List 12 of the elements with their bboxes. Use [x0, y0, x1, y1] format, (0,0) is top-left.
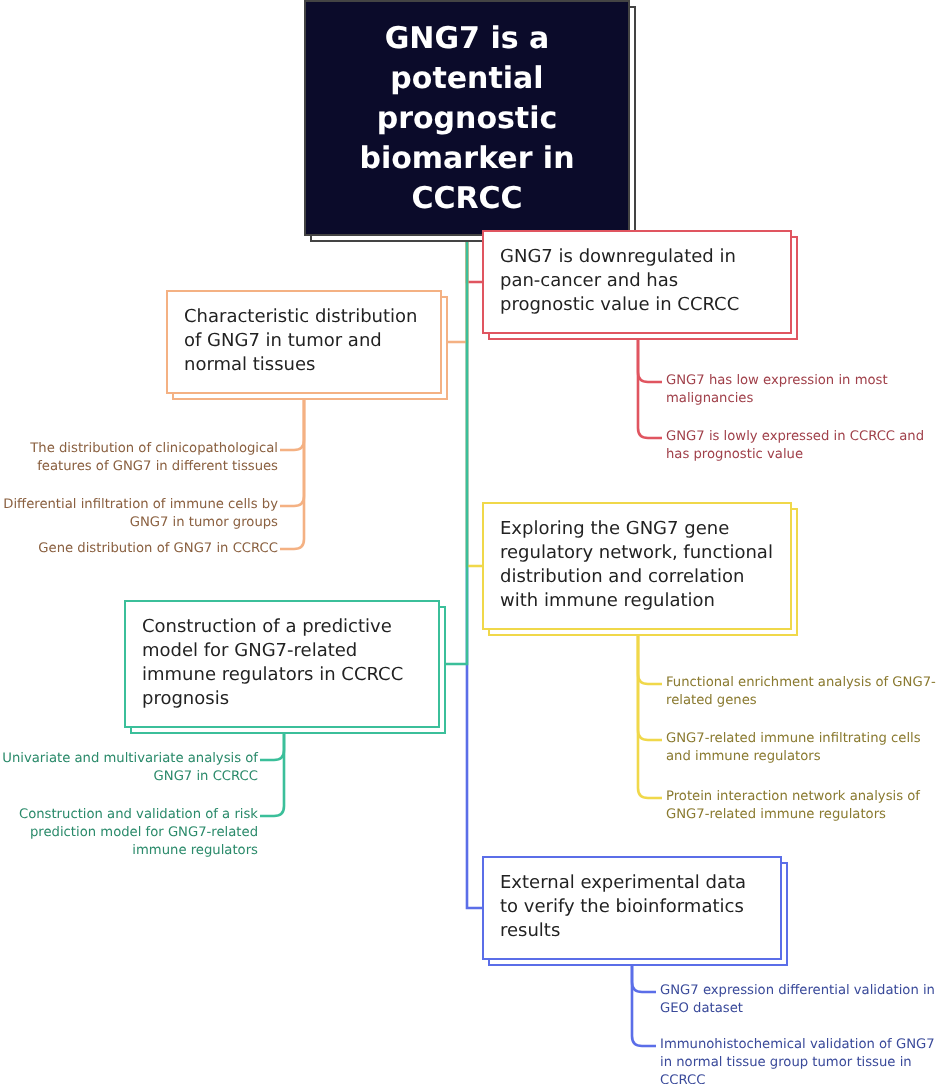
- topic-box: Characteristic distribution of GNG7 in tumor and normal tissues: [166, 290, 442, 394]
- title-box: GNG7 is a potential prognostic biomarker in CCRCC: [304, 0, 630, 236]
- connector-line: [440, 236, 469, 666]
- connector-line: [280, 394, 306, 551]
- connector-line: [636, 630, 662, 800]
- connector-line: [630, 960, 656, 1048]
- connector-line: [260, 728, 286, 818]
- topic-box: GNG7 is downregulated in pan-cancer and has prognostic value in CCRCC: [482, 230, 792, 334]
- topic-box: Construction of a predictive model for GNG7-related immune regulators in CCRCC prognosis: [124, 600, 440, 728]
- topic-box: Exploring the GNG7 gene regulatory network, functional distribution and correlation with immune regulation: [482, 502, 792, 630]
- connector-line: [636, 334, 662, 440]
- topic-box: External experimental data to verify the bioinformatics results: [482, 856, 782, 960]
